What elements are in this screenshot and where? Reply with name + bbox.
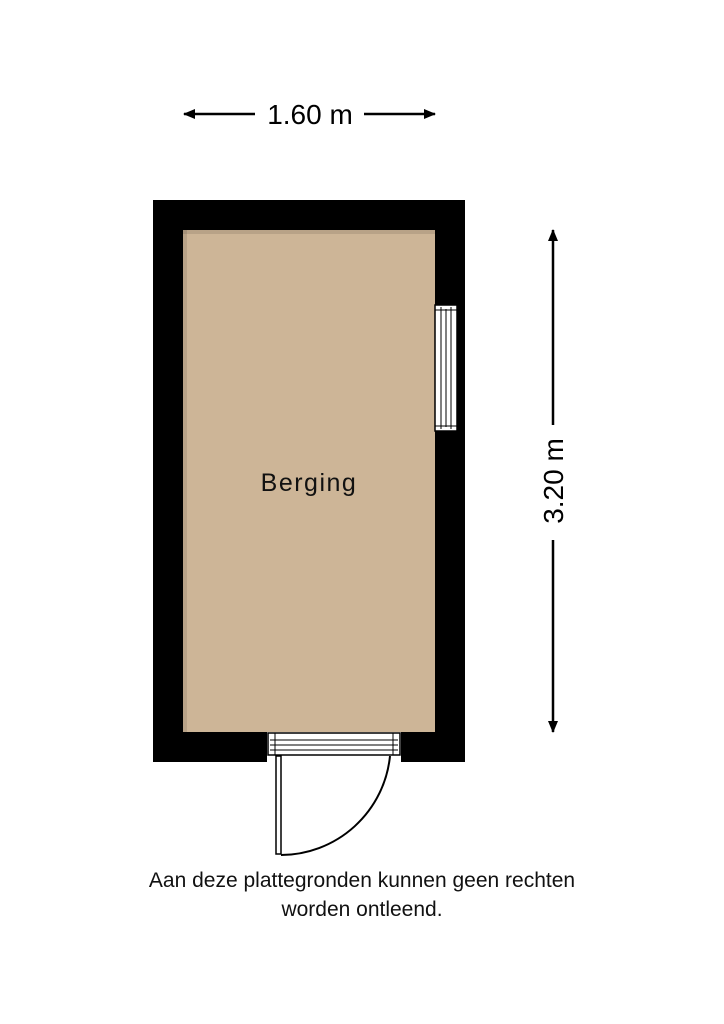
floor-shadow-left xyxy=(183,230,187,732)
room-floor xyxy=(183,230,435,732)
disclaimer-line-1: Aan deze plattegronden kunnen geen recht… xyxy=(148,869,576,892)
disclaimer: Aan deze plattegronden kunnen geen recht… xyxy=(0,866,724,924)
door xyxy=(267,732,401,856)
height-dimension-label: 3.20 m xyxy=(538,438,569,524)
door-leaf xyxy=(275,755,282,855)
room-label: Berging xyxy=(261,469,358,497)
disclaimer-line-2: worden ontleend. xyxy=(281,898,443,921)
floor-shadow-top xyxy=(183,230,435,234)
width-dimension-label: 1.60 m xyxy=(267,99,353,130)
window-right xyxy=(434,304,458,432)
door-swing-arc xyxy=(280,755,391,856)
